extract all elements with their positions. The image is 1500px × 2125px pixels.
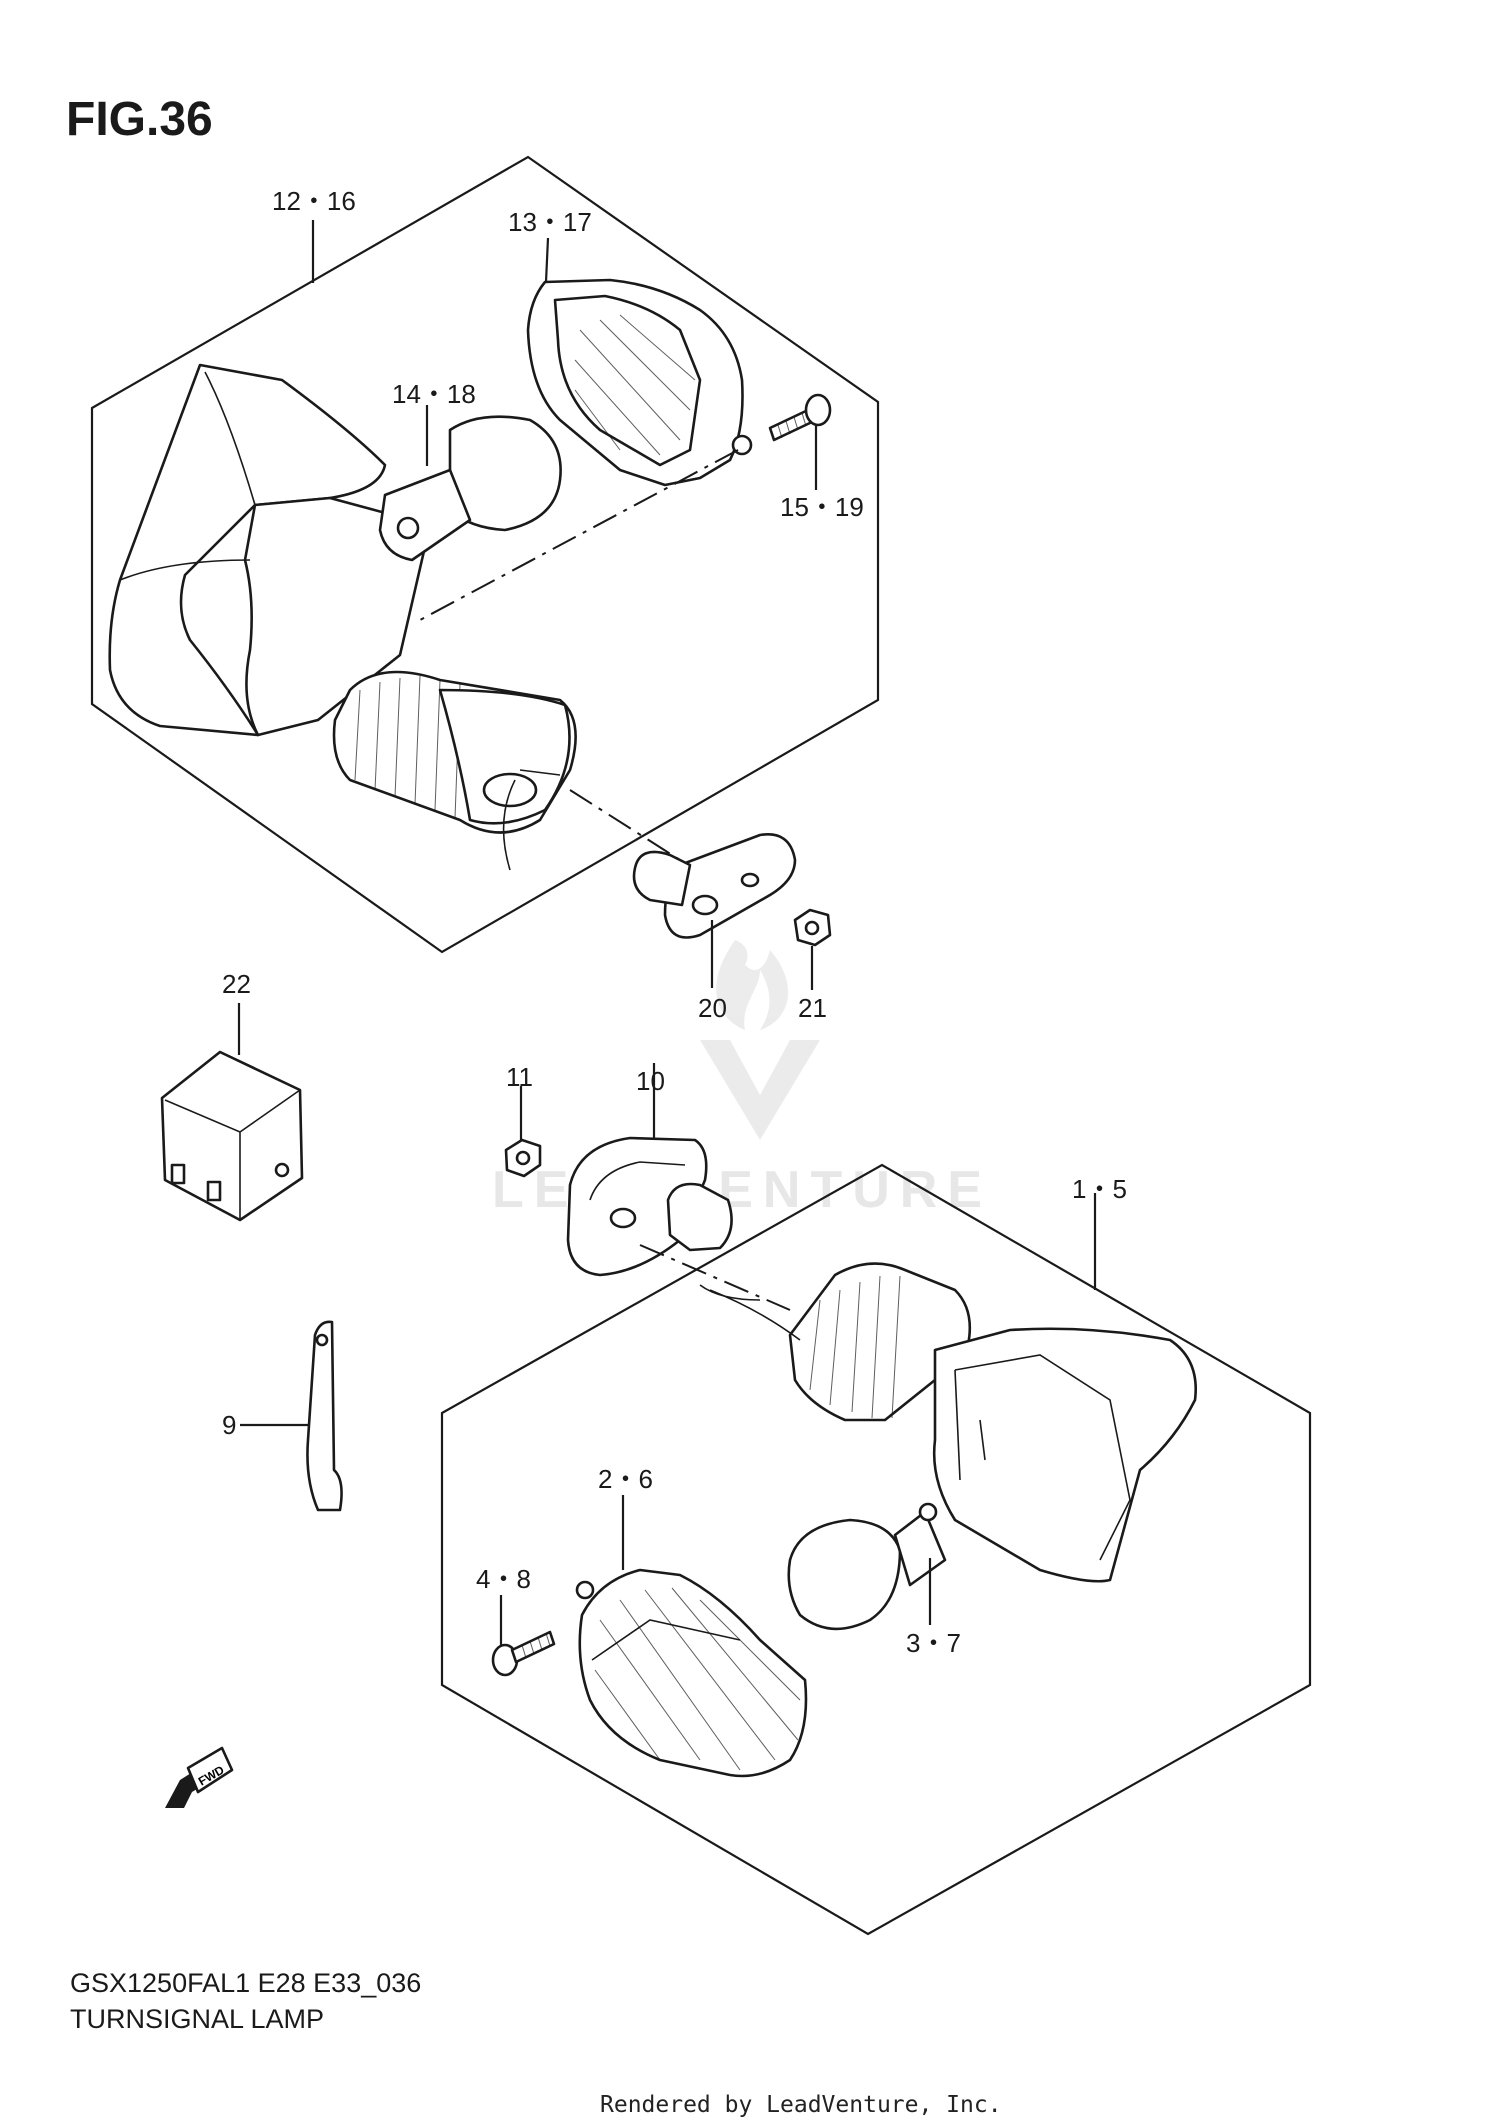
lower-screw <box>491 1630 556 1677</box>
watermark-logo <box>700 940 820 1140</box>
model-code: GSX1250FAL1 E28 E33_036 <box>70 1968 422 1998</box>
figure-title: FIG.36 <box>66 93 213 146</box>
upper-gasket <box>632 832 797 939</box>
upper-assembly-frame <box>90 155 880 954</box>
diagram-title: TURNSIGNAL LAMP <box>70 2004 325 2034</box>
callout-13-17: 13・17 <box>508 207 592 237</box>
upper-axis-line-2 <box>569 789 681 861</box>
callout-10: 10 <box>636 1066 665 1096</box>
callout-12-16: 12・16 <box>272 186 356 216</box>
upper-lens <box>526 278 753 487</box>
callout-4-8: 4・8 <box>476 1564 531 1594</box>
fwd-direction-arrow: FWD <box>165 1746 234 1808</box>
clamp-band <box>306 1320 343 1512</box>
flasher-relay <box>160 1050 304 1222</box>
lower-lens <box>575 1568 808 1778</box>
callout-15-19: 15・19 <box>780 492 864 522</box>
render-credit: Rendered by LeadVenture, Inc. <box>600 2092 1002 2118</box>
callout-22: 22 <box>222 969 251 999</box>
callout-14-18: 14・18 <box>392 379 476 409</box>
upper-screw <box>768 393 832 442</box>
lower-axis-line <box>639 1244 791 1311</box>
callout-20: 20 <box>698 993 727 1023</box>
callout-1-5: 1・5 <box>1072 1174 1127 1204</box>
lower-nut <box>504 1138 542 1178</box>
callout-11: 11 <box>506 1062 533 1092</box>
lower-bulb <box>787 1502 947 1631</box>
callout-9: 9 <box>222 1410 236 1440</box>
upper-axis-line <box>419 449 739 621</box>
lower-gasket <box>566 1136 733 1277</box>
upper-lamp-housing <box>108 363 577 871</box>
upper-nut <box>793 908 832 947</box>
callout-2-6: 2・6 <box>598 1464 653 1494</box>
upper-bulb <box>378 415 562 562</box>
lower-lamp-housing <box>699 1262 1197 1583</box>
lower-assembly-frame <box>440 1163 1312 1936</box>
callout-21: 21 <box>798 993 827 1023</box>
leader-lines <box>237 220 1097 1645</box>
callout-3-7: 3・7 <box>906 1628 961 1658</box>
